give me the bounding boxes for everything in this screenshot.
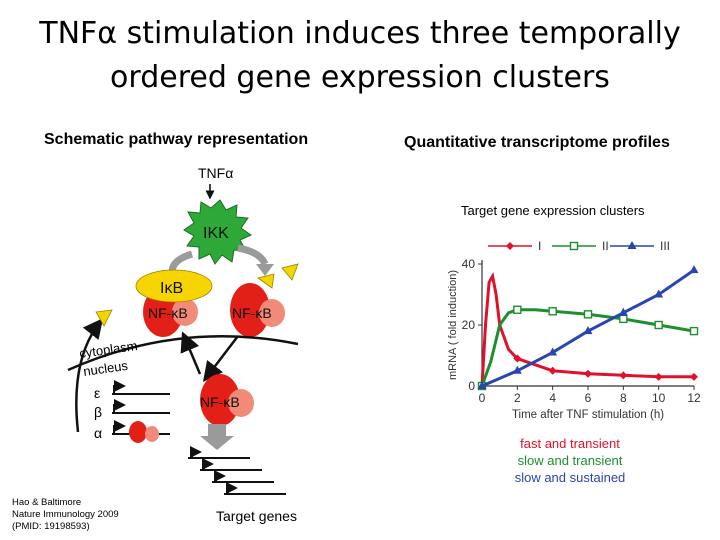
data-point-III: [654, 289, 664, 298]
data-point-I: [690, 372, 698, 381]
data-point-III: [512, 365, 522, 374]
data-point-II: [583, 310, 593, 319]
x-tick-label: 12: [687, 391, 701, 405]
legend-slow-transient: slow and transient: [517, 453, 623, 468]
data-point-II: [654, 320, 663, 330]
promoter-bound-red: [129, 421, 147, 443]
data-point-II: [513, 305, 522, 314]
legend-label: III: [660, 239, 670, 253]
gene-epsilon-label: ε: [94, 385, 100, 401]
series-line-II: [480, 308, 695, 387]
ikk-to-ikb-arrow: [168, 250, 194, 273]
tnf-label: TNFα: [198, 165, 233, 181]
feedback-arrow: [75, 318, 104, 433]
ikb-yellow: [135, 269, 213, 303]
right-heading: Quantitative transcriptome profiles: [404, 134, 670, 151]
citation-line-3: (PMID: 19198593): [12, 521, 90, 532]
legend-slow-sustained: slow and sustained: [514, 470, 626, 485]
nuclear-membrane: [67, 334, 299, 372]
pathway-diagram: TNFα IKK IκB NF-κB NF-κB cytoplasm nucle…: [67, 165, 299, 495]
data-point-I: [548, 366, 557, 375]
legend-label: II: [602, 239, 609, 253]
y-tick-label: 0: [468, 379, 475, 393]
y-axis-label: mRNA ( fold induction): [447, 270, 459, 380]
ikb-fragment-2: [281, 263, 299, 281]
data-point-III: [583, 326, 593, 335]
x-axis-label: Time after TNF stimulation (h): [512, 409, 664, 421]
data-point-III: [477, 381, 487, 389]
citation-line-1: Hao & Baltimore: [12, 497, 82, 508]
x-tick-label: 10: [652, 391, 666, 405]
nfkb-free-salmon: [259, 299, 285, 327]
x-tick-label: 0: [479, 391, 486, 405]
data-point-II: [619, 314, 628, 324]
x-tick-label: 4: [549, 391, 556, 405]
target-gene-lines: [188, 446, 286, 495]
nfkb-import-arrow-right: [202, 335, 239, 382]
legend-fast-transient: fast and transient: [520, 436, 620, 451]
ikb-fragment-1: [257, 273, 275, 289]
page-title: TNFα stimulation induces three temporall…: [0, 12, 720, 100]
data-point-III: [618, 307, 628, 316]
x-tick-label: 6: [585, 391, 592, 405]
data-point-I: [513, 354, 522, 363]
data-point-III: [548, 347, 558, 356]
chart-header: Target gene expression clusters: [461, 203, 645, 218]
promoter-bound-salmon: [145, 426, 159, 442]
x-tick-label: 2: [514, 391, 521, 405]
nfkb-output-arrowhead: [200, 436, 234, 450]
gene-beta-label: β: [94, 404, 102, 420]
legend-marker: [569, 241, 579, 251]
ikk-to-degrade-arrow: [237, 244, 269, 266]
left-heading: Schematic pathway representation: [44, 131, 309, 148]
data-point-III: [689, 265, 699, 274]
citation: Hao & Baltimore Nature Immunology 2009 (…: [12, 497, 119, 533]
ikk-arrowhead-right: [256, 264, 274, 276]
legend-marker: [506, 242, 514, 250]
nfkb-free-red: [230, 283, 270, 337]
series-line-I: [480, 271, 694, 387]
nfkb-nuclear-red: [200, 374, 240, 426]
nfkb-import-arrow-left: [180, 331, 202, 375]
feedback-arrowhead-yellow: [95, 309, 113, 327]
gene-alpha-label: α: [94, 425, 102, 441]
x-tick-label: 8: [620, 391, 627, 405]
y-tick-label: 20: [462, 318, 476, 332]
nfkb-bound-salmon: [172, 298, 198, 326]
title-line-2: ordered gene expression clusters: [110, 60, 610, 95]
title-line-1: TNFα stimulation induces three temporall…: [39, 16, 681, 51]
data-point-II: [689, 326, 699, 336]
citation-line-2: Nature Immunology 2009: [12, 509, 119, 520]
nfkb-nuclear-label: NF-κB: [200, 394, 240, 410]
ikk-label: IKK: [203, 225, 229, 242]
ikk-star: [183, 199, 253, 265]
legend-marker: [627, 241, 637, 249]
nfkb-free-label: NF-κB: [232, 305, 272, 321]
legend-label: I: [538, 239, 541, 253]
y-tick-label: 40: [462, 257, 476, 271]
nfkb-bound-label: NF-κB: [148, 305, 188, 321]
nucleus-label: nucleus: [82, 358, 129, 379]
data-point-I: [584, 369, 592, 378]
data-point-II: [548, 307, 557, 316]
nfkb-nuclear-salmon: [228, 389, 254, 417]
data-point-I: [619, 371, 628, 380]
ikb-label: IκB: [160, 280, 183, 297]
nfkb-output-arrow-body: [208, 424, 226, 436]
target-genes-label: Target genes: [216, 508, 297, 524]
data-point-I: [654, 372, 663, 381]
